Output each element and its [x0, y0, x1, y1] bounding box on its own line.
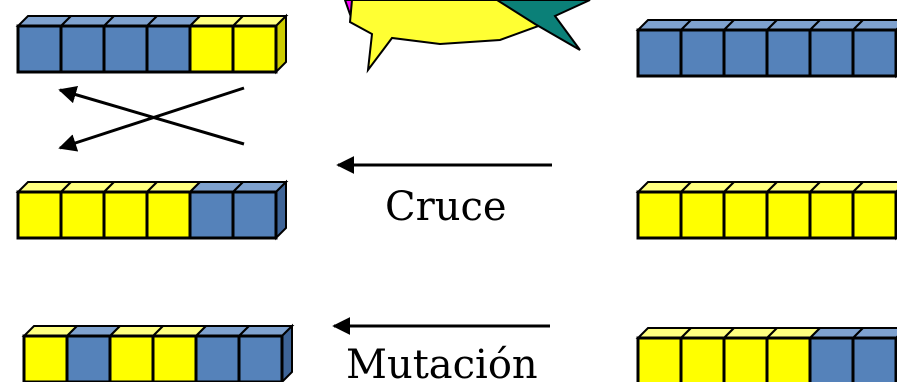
gene-cell-blue [807, 327, 866, 382]
gene-cell-blue [58, 15, 117, 74]
chromosome-left-top [15, 13, 289, 75]
gene-cell-yellow [58, 181, 117, 240]
chromosome-right-top [635, 19, 897, 79]
starburst-graphic [343, 0, 591, 74]
gene-cell-blue [230, 179, 289, 241]
gene-cell-blue [721, 19, 780, 78]
mutation-label: Mutación [346, 342, 538, 382]
gene-cell-blue [187, 181, 246, 240]
chromosome-left-bottom [21, 323, 295, 382]
chromosome-right-middle [635, 181, 897, 241]
crossover-cross-arrows [58, 85, 245, 152]
gene-cell-blue [850, 19, 897, 79]
chromosome-right-bottom [635, 327, 897, 382]
gene-cell-yellow [635, 327, 694, 382]
gene-cell-blue [807, 19, 866, 78]
gene-cell-yellow [230, 13, 289, 75]
crossover-label: Cruce [385, 184, 507, 230]
gene-cell-blue [15, 15, 74, 74]
gene-cell-blue [144, 15, 203, 74]
gene-cell-yellow [764, 181, 823, 240]
gene-cell-blue [236, 323, 295, 382]
chromosome-left-middle [15, 179, 289, 241]
gene-cell-yellow [101, 181, 160, 240]
gene-cell-yellow [764, 327, 823, 382]
gene-cell-blue [850, 327, 897, 382]
gene-cell-yellow [850, 181, 897, 241]
cross-arrow-2 [58, 85, 245, 146]
gene-cell-yellow [15, 181, 74, 240]
gene-cell-yellow [144, 181, 203, 240]
starburst-teal-shape [495, 0, 591, 51]
gene-cell-blue [64, 325, 123, 382]
gene-cell-yellow [187, 15, 246, 74]
gene-cell-yellow [721, 181, 780, 240]
